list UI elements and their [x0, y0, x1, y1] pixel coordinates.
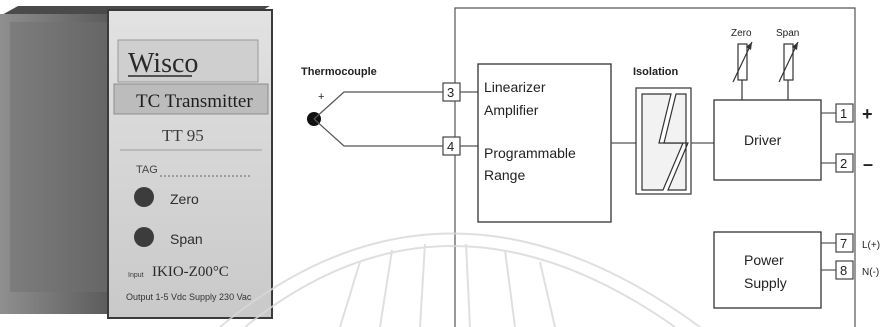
enclosure-border: [454, 7, 856, 327]
block-diagram: Thermocouple + 3 4 Linearizer Amplifier …: [301, 7, 880, 327]
watermark: [219, 232, 701, 327]
terminal-8: [835, 260, 854, 280]
linearizer-label: Linearizer: [484, 79, 546, 95]
knob-span-label: Span: [170, 231, 203, 247]
product-name: TC Transmitter: [136, 91, 253, 112]
model-number: TT 95: [162, 126, 204, 145]
thermocouple-plus: +: [318, 91, 324, 103]
supply-label: Supply: [744, 275, 787, 291]
terminal-8-label: 8: [840, 263, 847, 278]
terminal-3-label: 3: [447, 85, 454, 100]
terminal-2: [835, 153, 854, 173]
thermocouple-wire-positive: [313, 91, 443, 120]
isolation-label: Isolation: [633, 66, 679, 78]
tag-label: TAG: [136, 164, 158, 176]
span-pot-label: Span: [776, 28, 799, 39]
span-potentiometer-icon: [778, 41, 799, 100]
zero-potentiometer-icon: [732, 41, 753, 100]
power-supply-block: [713, 231, 822, 309]
brand-logo: Wisco: [128, 48, 198, 79]
programmable-label: Programmable: [484, 145, 576, 161]
terminal-1-label: 1: [840, 106, 847, 121]
input-prefix: Input: [128, 272, 144, 279]
terminal-4-label: 4: [447, 139, 454, 154]
device-photo: Wisco TC Transmitter TT 95 TAG Zero Span…: [0, 6, 273, 319]
output-minus-sign: –: [863, 154, 873, 174]
power-label: Power: [744, 252, 784, 268]
isolation-barrier-right: [663, 93, 689, 191]
device-side-shading: [10, 22, 110, 292]
range-label: Range: [484, 167, 525, 183]
zero-pot-label: Zero: [731, 28, 752, 39]
terminal-2-label: 2: [840, 156, 847, 171]
knob-zero-label: Zero: [170, 191, 199, 207]
terminal-7-label: 7: [840, 236, 847, 251]
terminal-7: [835, 233, 854, 253]
brand-strip: [117, 39, 259, 83]
zero-knob-icon: [134, 187, 154, 207]
span-knob-icon: [134, 227, 154, 247]
line-label: L(+): [862, 240, 880, 251]
thermocouple-wire-negative: [313, 118, 443, 147]
input-range: IKIO-Z00°C: [152, 264, 229, 280]
output-spec: Output 1-5 Vdc Supply 230 Vac: [126, 292, 252, 302]
amplifier-label: Amplifier: [484, 102, 539, 118]
driver-label: Driver: [744, 132, 782, 148]
product-strip: [113, 83, 269, 115]
terminal-1: [835, 103, 854, 123]
thermocouple-label: Thermocouple: [301, 66, 377, 78]
driver-block: [713, 99, 822, 181]
neutral-label: N(-): [862, 267, 879, 278]
output-plus-sign: +: [862, 104, 873, 124]
